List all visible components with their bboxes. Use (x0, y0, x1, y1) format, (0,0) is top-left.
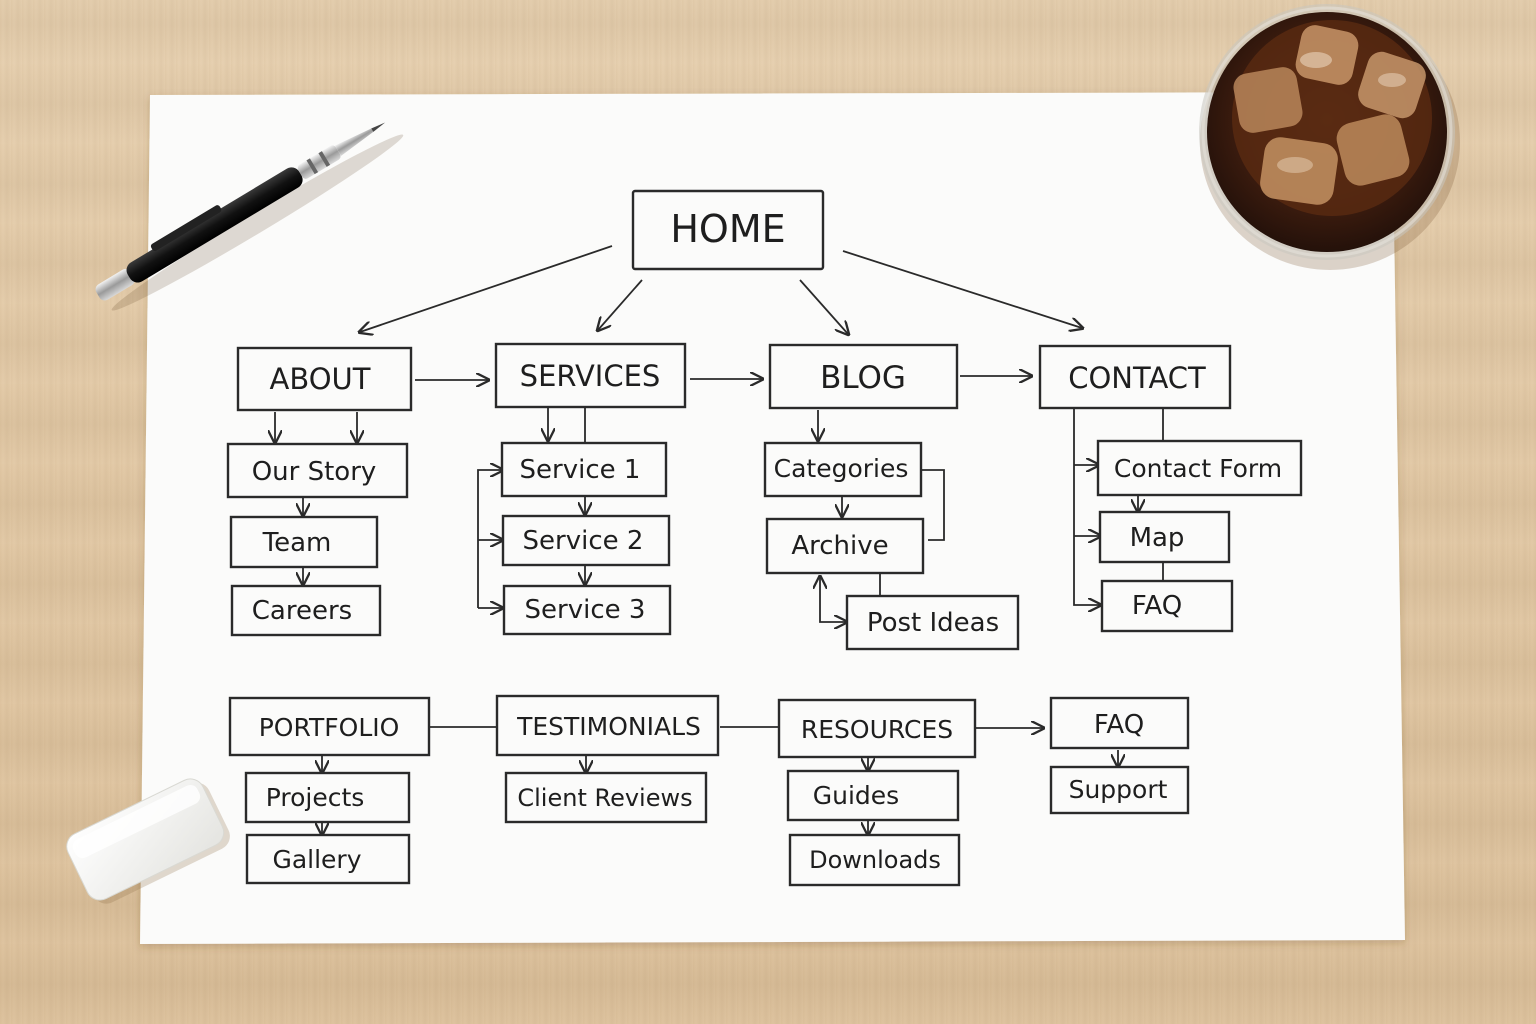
node-our-story: Our Story (226, 442, 409, 499)
node-archive: Archive (765, 517, 925, 575)
node-portfolio-label: PORTFOLIO (259, 713, 400, 742)
node-contact: CONTACT (1038, 344, 1232, 410)
node-service-3: Service 3 (502, 584, 672, 636)
node-home-label: HOME (670, 207, 785, 251)
node-support: Support (1049, 765, 1190, 815)
node-client-reviews: Client Reviews (504, 771, 708, 824)
node-contact-label: CONTACT (1068, 361, 1206, 395)
node-support-label: Support (1069, 775, 1168, 804)
node-service-2: Service 2 (501, 514, 671, 567)
node-map-label: Map (1130, 523, 1185, 553)
node-contact-form-label: Contact Form (1114, 454, 1282, 483)
node-downloads-label: Downloads (809, 846, 941, 874)
node-contact-faq-label: FAQ (1132, 591, 1182, 621)
node-service-1: Service 1 (500, 441, 668, 498)
node-projects-label: Projects (266, 783, 365, 812)
node-gallery: Gallery (245, 833, 411, 885)
node-client-reviews-label: Client Reviews (517, 784, 692, 812)
node-about: ABOUT (236, 346, 413, 412)
node-post-ideas: Post Ideas (845, 594, 1020, 651)
node-testimonials-label: TESTIMONIALS (516, 712, 701, 741)
node-team-label: Team (262, 528, 332, 558)
node-map: Map (1098, 510, 1231, 564)
node-testimonials: TESTIMONIALS (495, 694, 720, 757)
node-services-label: SERVICES (520, 359, 661, 393)
node-home: HOME (631, 189, 825, 271)
node-gallery-label: Gallery (272, 845, 361, 874)
eraser-icon (66, 778, 230, 904)
node-projects: Projects (244, 771, 411, 824)
node-services: SERVICES (494, 342, 687, 409)
node-faq-label: FAQ (1094, 710, 1144, 740)
node-service-3-label: Service 3 (525, 595, 646, 625)
node-resources-label: RESOURCES (801, 715, 953, 744)
node-downloads: Downloads (788, 833, 961, 887)
node-resources: RESOURCES (777, 698, 977, 759)
connector-lines (275, 245, 1164, 834)
node-guides-label: Guides (813, 781, 899, 810)
node-our-story-label: Our Story (252, 457, 377, 487)
node-portfolio: PORTFOLIO (228, 696, 431, 757)
node-contact-faq: FAQ (1100, 579, 1234, 633)
node-service-2-label: Service 2 (523, 526, 644, 556)
node-archive-label: Archive (791, 531, 888, 561)
node-contact-form: Contact Form (1096, 439, 1303, 497)
node-about-label: ABOUT (270, 362, 371, 396)
node-categories-label: Categories (774, 454, 909, 483)
node-careers-label: Careers (252, 596, 352, 626)
node-careers: Careers (230, 584, 382, 637)
node-post-ideas-label: Post Ideas (867, 608, 999, 638)
node-service-1-label: Service 1 (520, 455, 641, 485)
node-categories: Categories (763, 441, 923, 498)
pen-icon (95, 122, 404, 311)
node-team: Team (229, 515, 379, 569)
iced-drink-icon (1199, 4, 1460, 270)
node-blog: BLOG (768, 343, 959, 410)
node-guides: Guides (786, 769, 960, 822)
node-faq: FAQ (1049, 696, 1190, 750)
node-blog-label: BLOG (820, 360, 906, 396)
